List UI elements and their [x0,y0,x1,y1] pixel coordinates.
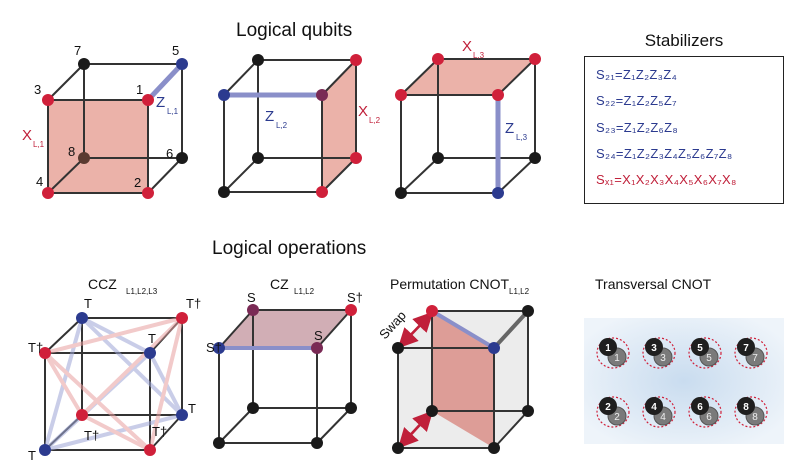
label-z-l3: Z [505,120,514,137]
vertex-8 [78,152,90,164]
label-4: 4 [36,174,43,189]
label-swap: Swap [376,308,409,342]
label-perm-sub: L1,L2 [509,287,530,296]
ion-label-back: 3 [660,353,666,364]
ion-label-front: 8 [743,402,749,413]
label-x-l1: X [22,127,32,144]
ion-label-front: 3 [651,343,657,354]
ion-pair: 44 [642,396,676,428]
label-7: 7 [74,43,81,58]
vertex-1 [142,94,154,106]
ion-label-front: 6 [697,402,703,413]
label-z-l3-sub: L,3 [516,133,528,142]
logical-operations-title: Logical operations [212,238,367,259]
label-t: T [84,296,92,311]
face-cz [219,310,351,348]
vertex-4 [42,187,54,199]
ion-label-front: 1 [605,343,611,354]
label-transversal: Transversal CNOT [595,276,712,292]
vertex-6 [176,152,188,164]
ion-label-front: 5 [697,343,703,354]
ion-label-back: 7 [752,353,758,364]
face-perm [432,311,494,448]
cube-ccz: CCZ L1,L2,L3 [28,276,201,463]
label-tdag: T† [152,424,167,439]
label-1: 1 [136,82,143,97]
cube-logical-qubit-3: X L,3 Z L,3 [395,38,541,199]
ion-pair: 66 [688,396,722,428]
label-z-l2-sub: L,2 [276,121,288,130]
ion-label-back: 1 [614,353,620,364]
label-t: T [28,448,36,463]
label-t: T [148,331,156,346]
label-x-l3-sub: L,3 [473,51,485,60]
stabilizers-box [584,56,784,204]
label-x-l2: X [358,103,368,120]
cube-logical-qubit-1: 7 5 3 1 8 6 4 2 X L,1 Z L,1 [22,43,188,199]
ion-pair: 22 [596,396,630,428]
vertex-7 [78,58,90,70]
label-sdag: S† [206,340,222,355]
label-6: 6 [166,146,173,161]
label-z-l2: Z [265,108,274,125]
label-8: 8 [68,144,75,159]
label-ccz: CCZ [88,276,117,292]
ion-label-front: 4 [651,402,657,413]
ion-pair: 33 [642,337,676,369]
label-cz-sub: L1,L2 [294,287,315,296]
stabilizer-row: S₂₄=Z₁Z₂Z₃Z₄Z₅Z₆Z₇Z₈ [596,146,733,161]
stabilizer-row: S₂₃=Z₁Z₂Z₆Z₈ [596,120,679,135]
z-l1-edge [146,62,184,102]
label-s: S [247,290,256,305]
label-3: 3 [34,82,41,97]
vertex-3 [42,94,54,106]
stabilizer-row: Sₓ₁=X₁X₂X₃X₄X₅X₆X₇X₈ [596,172,737,187]
cube-logical-qubit-2: Z L,2 X L,2 [218,54,381,198]
ion-pair: 77 [734,337,768,369]
stabilizers-title: Stabilizers [644,31,724,50]
ion-label-back: 4 [660,412,666,423]
label-5: 5 [172,43,179,58]
label-sdag: S† [347,290,363,305]
stabilizer-row: S₂₁=Z₁Z₂Z₃Z₄ [596,67,678,82]
label-perm: Permutation CNOT [390,276,509,292]
vertex-2 [142,187,154,199]
label-t: T [188,401,196,416]
label-2: 2 [134,175,141,190]
label-tdag: T† [84,428,99,443]
label-tdag: T† [28,340,43,355]
ion-pair: 55 [688,337,722,369]
ion-label-back: 8 [752,412,758,423]
label-s: S [314,328,323,343]
cube-permutation-cnot: Permutation CNOT L1,L2 Swap [376,276,534,454]
label-cz: CZ [270,276,289,292]
label-z-l1: Z [156,94,165,111]
ion-label-back: 5 [706,353,712,364]
ion-label-back: 2 [614,412,620,423]
label-x-l2-sub: L,2 [369,116,381,125]
label-x-l3: X [462,38,472,55]
label-x-l1-sub: L,1 [33,140,45,149]
cube-cz: CZ L1,L2 S S† S† S [206,276,363,449]
vertex-5 [176,58,188,70]
stabilizer-row: S₂₂=Z₁Z₂Z₅Z₇ [596,93,677,108]
ion-label-front: 7 [743,343,749,354]
ion-pair: 88 [734,396,768,428]
transversal-cnot: Transversal CNOT 11 33 55 77 22 44 66 88 [584,276,784,444]
ion-pair: 11 [596,337,630,369]
label-tdag: T† [186,296,201,311]
label-z-l1-sub: L,1 [167,107,179,116]
face-x-l3 [401,59,535,95]
face-x-l2 [322,60,356,192]
label-ccz-sub: L1,L2,L3 [126,287,158,296]
logical-qubits-title: Logical qubits [236,20,353,41]
ion-label-front: 2 [605,402,611,413]
ion-label-back: 6 [706,412,712,423]
